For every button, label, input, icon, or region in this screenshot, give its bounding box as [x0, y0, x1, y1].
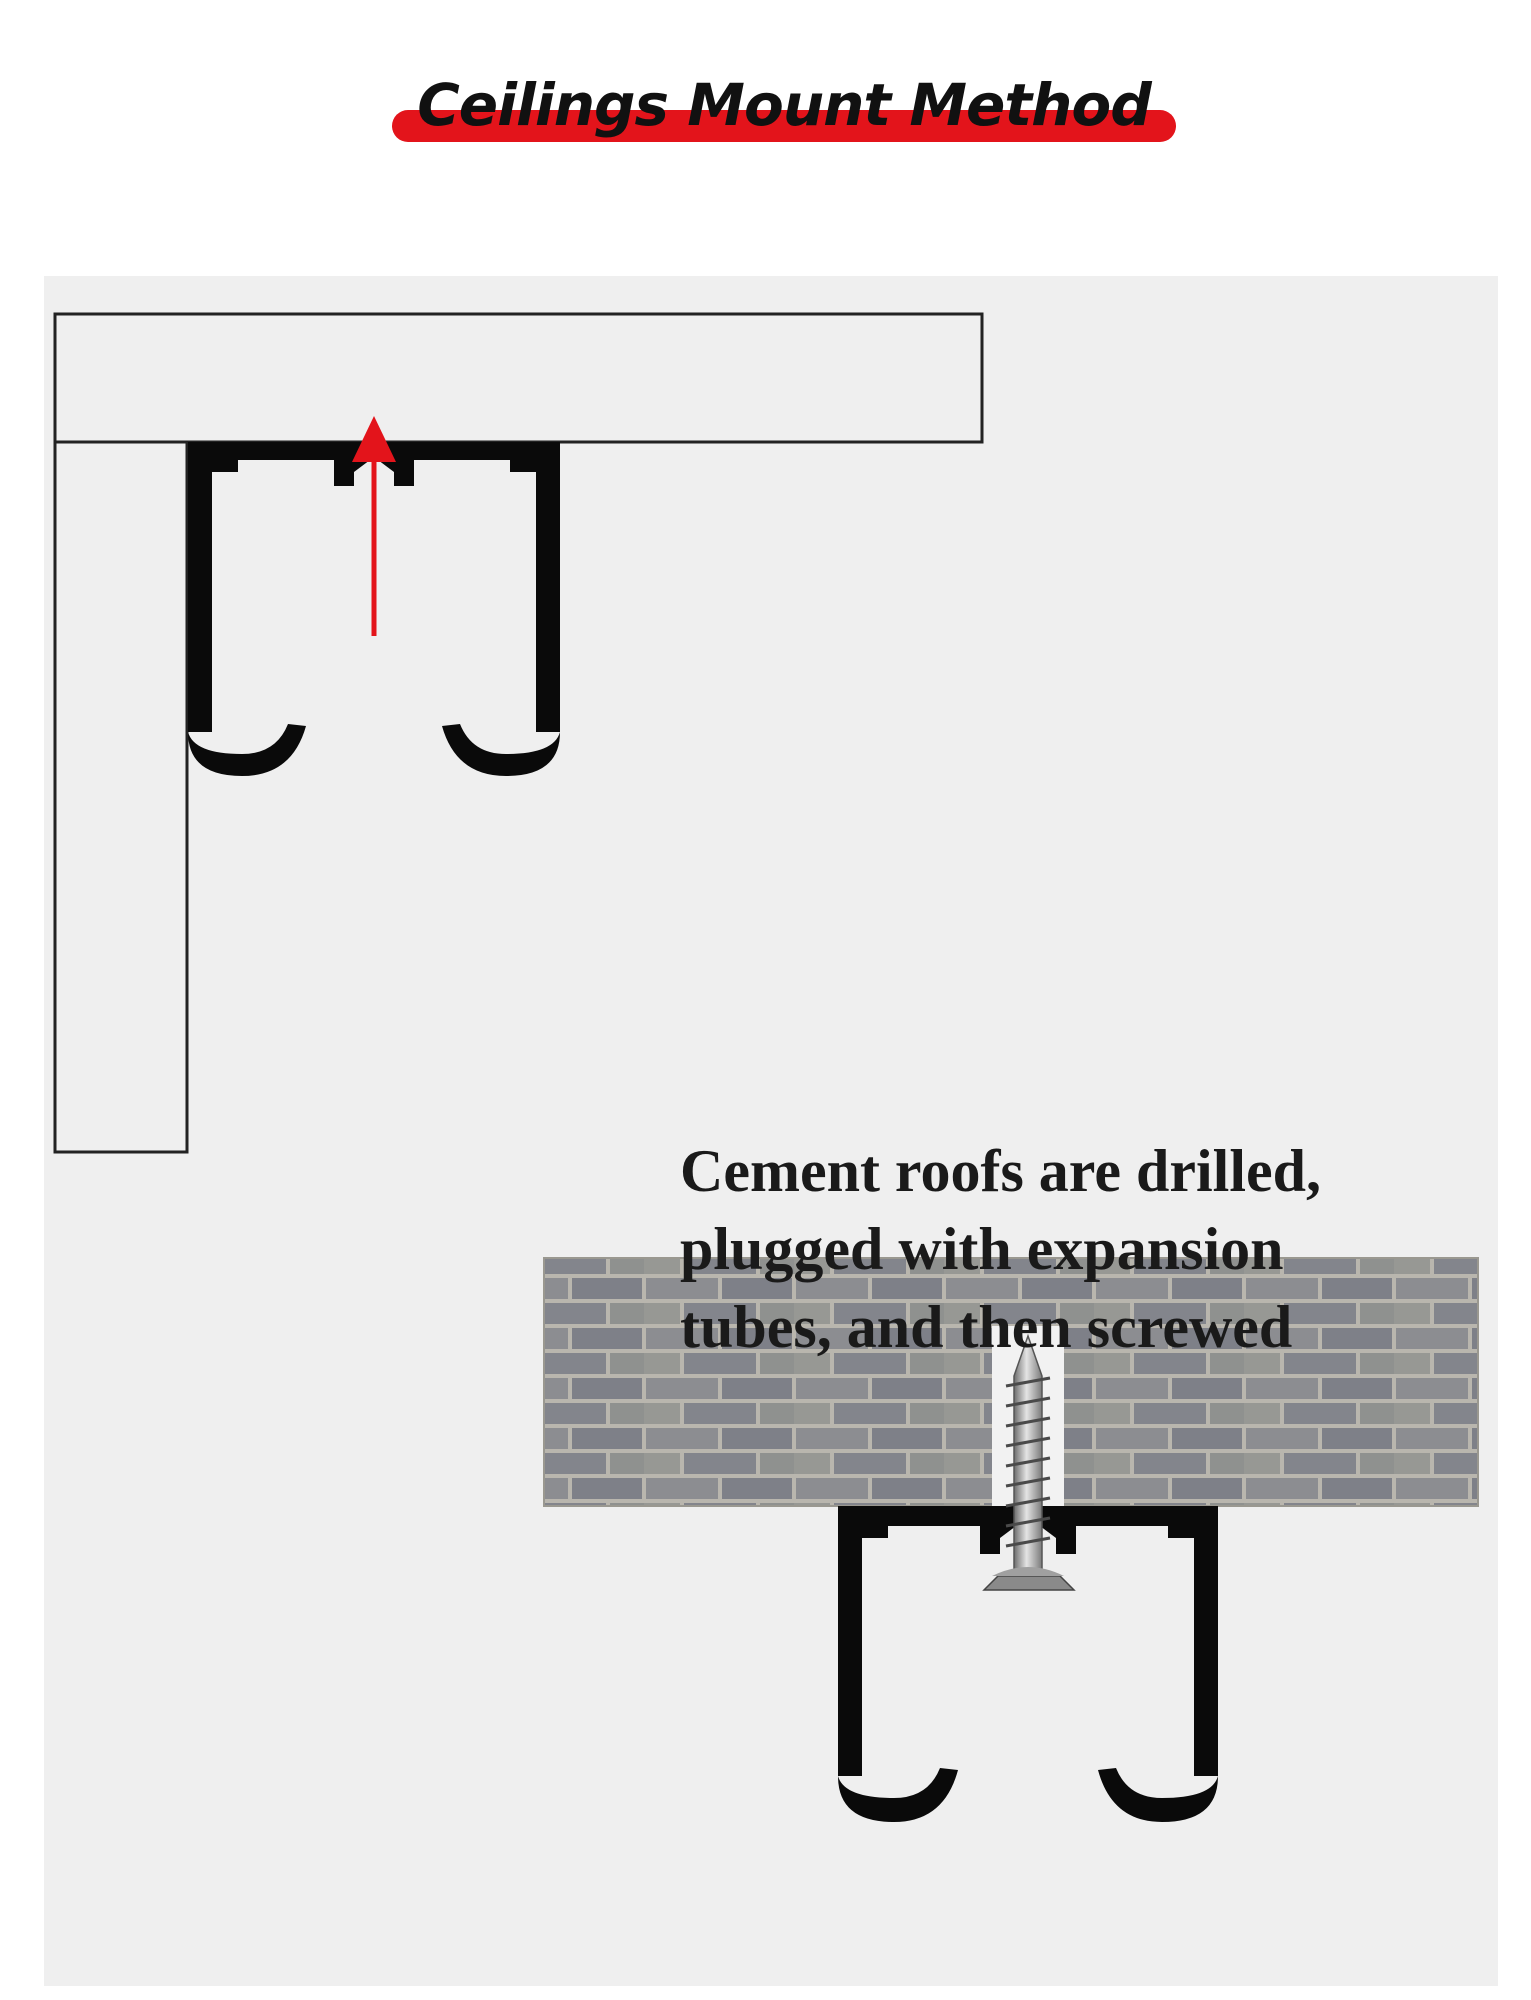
- caption-line: Cement roofs are drilled,: [680, 1138, 1321, 1204]
- curtain-track-profile-top: [188, 442, 560, 776]
- side-wall: [53, 440, 189, 1154]
- title-underline-bar: [392, 110, 1176, 142]
- panel-background: [44, 276, 1498, 1986]
- caption-text: Cement roofs are drilled, plugged with e…: [680, 1132, 1440, 1366]
- diagram-panel: Cement roofs are drilled, plugged with e…: [44, 276, 1498, 1986]
- caption-line: plugged with expansion: [680, 1216, 1284, 1282]
- screw-icon: [982, 1333, 1076, 1591]
- caption-line: tubes, and then screwed: [680, 1294, 1293, 1360]
- up-arrow-icon: [352, 416, 396, 636]
- title-banner: Ceilings Mount Method: [392, 62, 1176, 152]
- mount-diagram: [44, 276, 1498, 1986]
- page-title: Ceilings Mount Method: [417, 71, 1152, 139]
